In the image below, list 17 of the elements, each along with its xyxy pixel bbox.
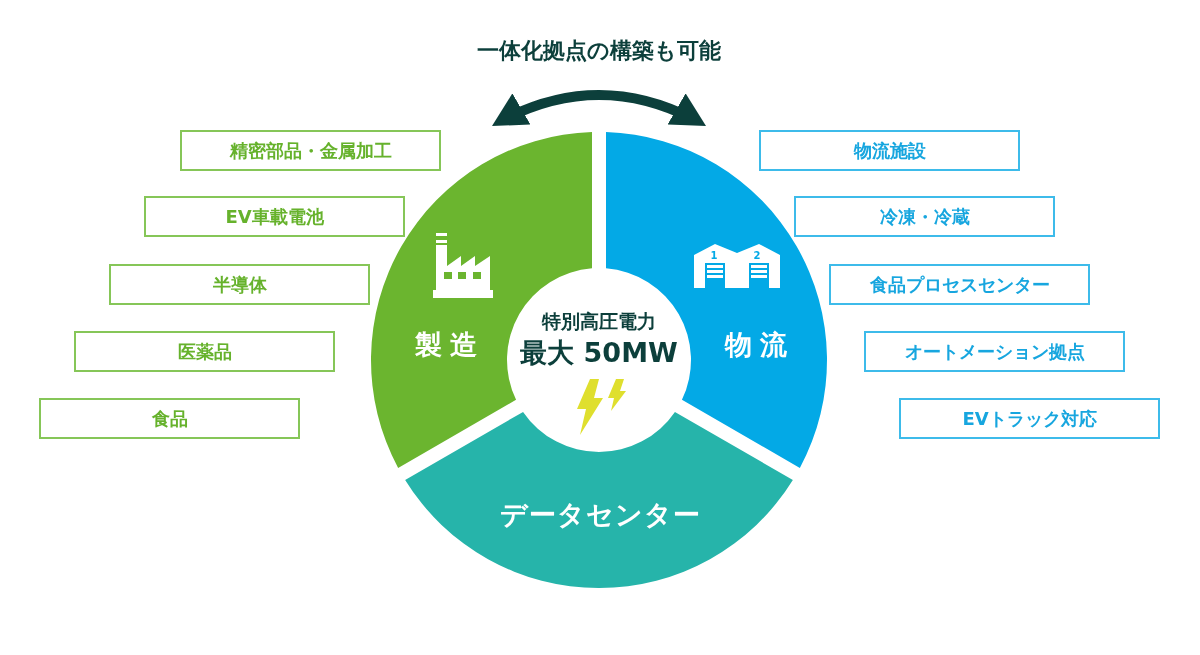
category-box: 精密部品・金属加工 (180, 130, 441, 171)
segment-label: 製造 (413, 329, 486, 361)
building-number: 1 (710, 250, 718, 262)
building-number: 2 (753, 250, 761, 262)
category-box: オートメーション拠点 (864, 331, 1125, 372)
category-box: 食品プロセスセンター (829, 264, 1090, 305)
category-box: 医薬品 (74, 331, 335, 372)
capacity-text: 最大 50MW (520, 337, 678, 369)
center-heading: 特別高圧電力 (542, 311, 656, 333)
category-box: 冷凍・冷蔵 (794, 196, 1055, 237)
category-box: EV車載電池 (144, 196, 405, 237)
category-box: 食品 (39, 398, 300, 439)
category-box: EVトラック対応 (899, 398, 1160, 439)
segment-label: 物流 (723, 329, 796, 361)
category-box: 物流施設 (759, 130, 1020, 171)
segment-label: データセンター (498, 499, 702, 531)
category-box: 半導体 (109, 264, 370, 305)
